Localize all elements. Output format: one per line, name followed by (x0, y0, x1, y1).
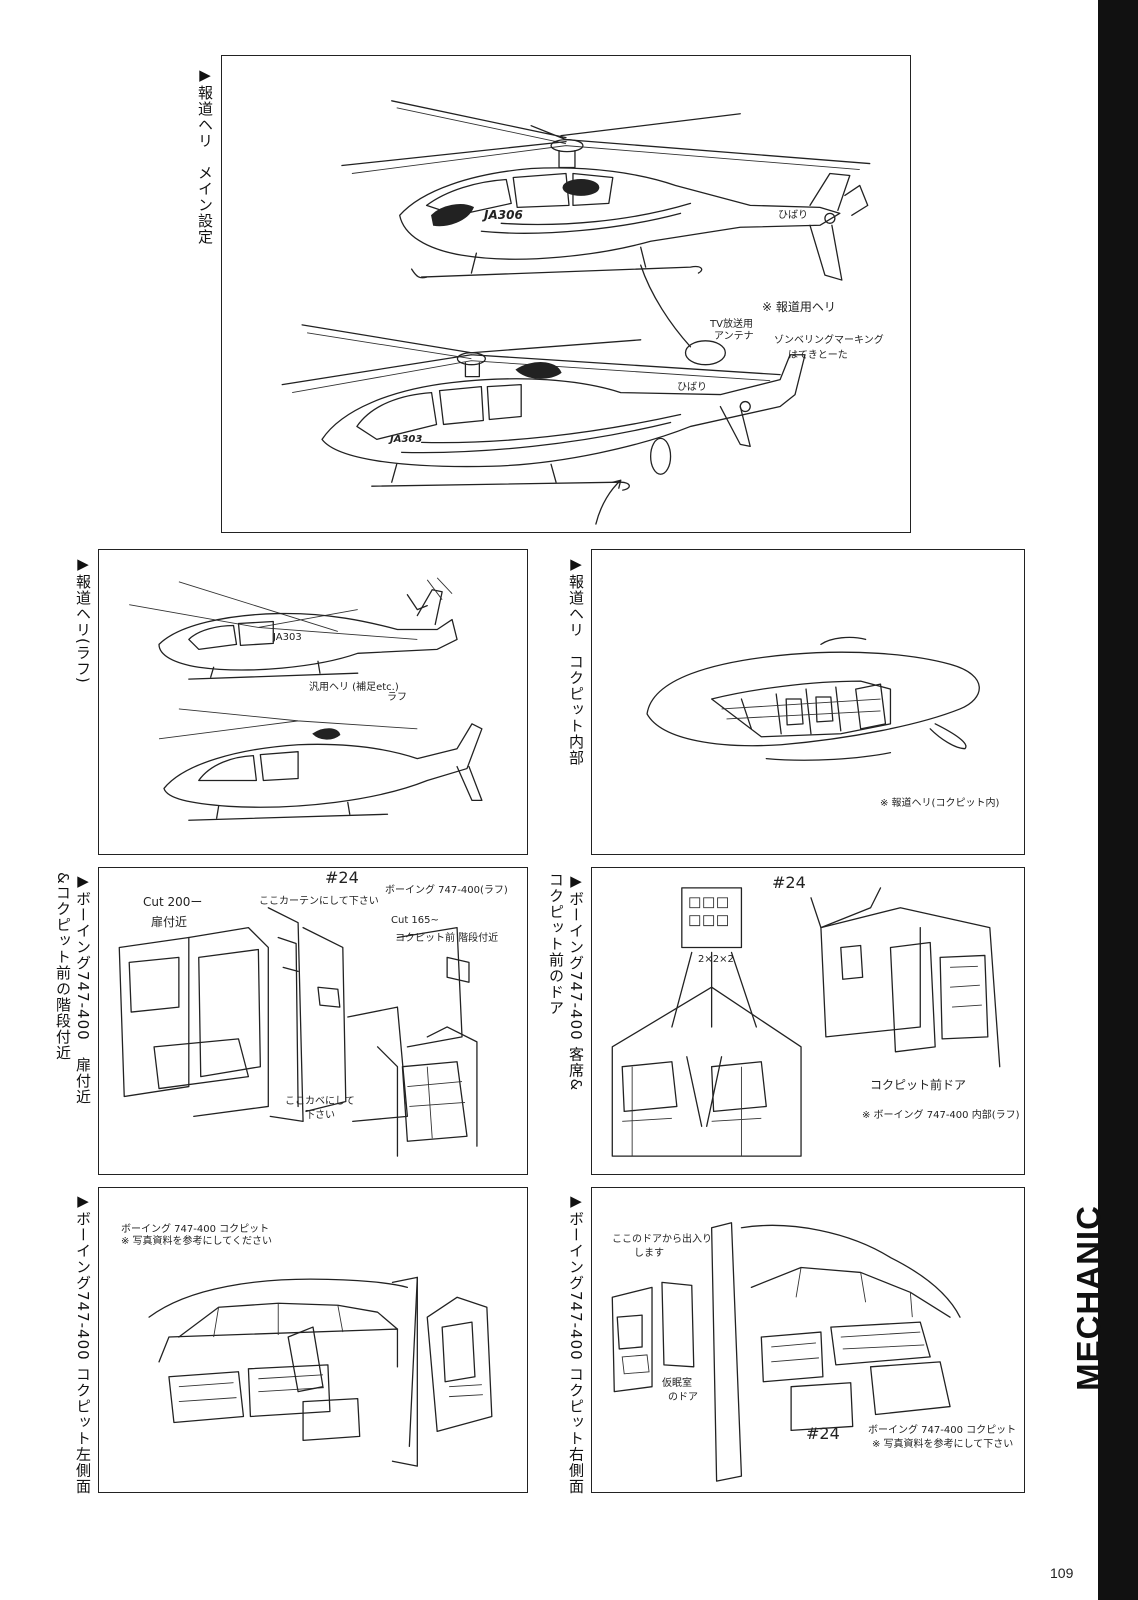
cockpit-note: ※ 報道ヘリ(コクピット内) (880, 798, 1000, 809)
tail-bottom: ひばり (677, 382, 707, 393)
right-footer-1: ボーイング 747-400 コクピット (868, 1425, 1017, 1436)
panel-747-door: #24 Cut 200ー 扉付近 ここカーテンにして下さい ボーイング 747-… (98, 867, 528, 1175)
right-rest-2: のドア (668, 1392, 698, 1403)
right-scene-number: #24 (806, 1424, 840, 1443)
left-header-2: ※ 写真資料を参考にしてください (121, 1236, 272, 1247)
rough-reg: JA303 (273, 632, 302, 643)
caption-747-seats-line1: ▶ボーイング747-400 客席& (567, 872, 585, 1092)
caption-747-door-line2: &コクピット前の階段付近 (54, 872, 72, 1061)
door-area: 扉付近 (151, 915, 188, 929)
right-rest-1: 仮眠室 (662, 1378, 692, 1389)
747-door-sketch (118, 907, 478, 1157)
antenna-note-2: アンテナ (714, 331, 754, 342)
seats-ref: ※ ボーイング 747-400 内部(ラフ) (862, 1110, 1020, 1121)
section-sidebar-bar (1098, 0, 1138, 1600)
door-wall-1: ここカベにして (285, 1096, 355, 1107)
note-title: ※ 報道用ヘリ (762, 300, 836, 314)
heli-main-sketch (281, 100, 871, 525)
caption-747-cockpit-right: ▶ボーイング747-400 コクピット右側面 (567, 1192, 585, 1495)
rough-note: 汎用ヘリ (補足etc.) (309, 682, 399, 693)
panel-747-seats: #24 2×2×2 コクピット前ドア ※ ボーイング 747-400 内部(ラフ… (591, 867, 1025, 1175)
section-title-text: MECHANIC (1070, 1205, 1107, 1391)
caption-main-heli: ▶報道ヘリ メイン設定 (196, 66, 214, 245)
note-line-1: ゾンベリングマーキング (774, 335, 884, 346)
747-cockpit-right-sketch (611, 1222, 961, 1482)
antenna-note-1: TV放送用 (710, 319, 753, 330)
heli-rough-sketch (129, 577, 483, 821)
747-cockpit-left-sketch (148, 1276, 493, 1467)
right-exit-1: ここのドアから出入り (612, 1234, 712, 1245)
caption-heli-cockpit: ▶報道ヘリ コクピット内部 (567, 555, 585, 766)
rough-label: ラフ (387, 692, 407, 703)
reg-top: JA306 (484, 208, 523, 222)
caption-heli-rough: ▶報道ヘリ(ラフ) (74, 555, 92, 684)
seats-layout: 2×2×2 (698, 954, 734, 965)
747-seats-sketch (611, 887, 1001, 1157)
panel-heli-cockpit: ※ 報道ヘリ(コクピット内) (591, 549, 1025, 855)
panel-747-cockpit-right: ここのドアから出入り します 仮眠室 のドア #24 ボーイング 747-400… (591, 1187, 1025, 1493)
door-curtain-note: ここカーテンにして下さい (259, 896, 379, 907)
panel-heli-main: JA306 ひばり JA303 ひばり TV放送用 アンテナ ※ 報道用ヘリ ゾ… (221, 55, 911, 533)
door-stairs-2: コクピット前 階段付近 (395, 933, 499, 944)
right-exit-2: します (634, 1248, 664, 1259)
door-scene-number: #24 (325, 868, 359, 887)
left-header-1: ボーイング 747-400 コクピット (121, 1224, 270, 1235)
door-cut: Cut 200ー (143, 895, 203, 909)
seats-scene-number: #24 (772, 873, 806, 892)
door-wall-2: 下さい (305, 1110, 335, 1121)
tail-top: ひばり (778, 210, 808, 221)
heli-cockpit-sketch (646, 636, 980, 761)
door-stairs-1: Cut 165~ (391, 915, 439, 926)
door-header: ボーイング 747-400(ラフ) (385, 885, 508, 896)
right-footer-2: ※ 写真資料を参考にして下さい (872, 1439, 1014, 1450)
panel-747-cockpit-left: ボーイング 747-400 コクピット ※ 写真資料を参考にしてください (98, 1187, 528, 1493)
section-title: MECHANIC (1070, 1086, 1107, 1510)
reg-bottom: JA303 (390, 434, 423, 445)
page-number: 109 (1050, 1565, 1074, 1581)
panel-heli-rough: JA303 汎用ヘリ (補足etc.) ラフ (98, 549, 528, 855)
seats-cockpit-door: コクピット前ドア (870, 1078, 967, 1092)
caption-747-door-line1: ▶ボーイング747-400 扉付近 (74, 872, 92, 1105)
caption-747-seats-line2: コクピット前のドア (547, 872, 565, 1016)
note-line-2: はてきとーた (788, 350, 848, 361)
caption-747-cockpit-left: ▶ボーイング747-400 コクピット左側面 (74, 1192, 92, 1495)
